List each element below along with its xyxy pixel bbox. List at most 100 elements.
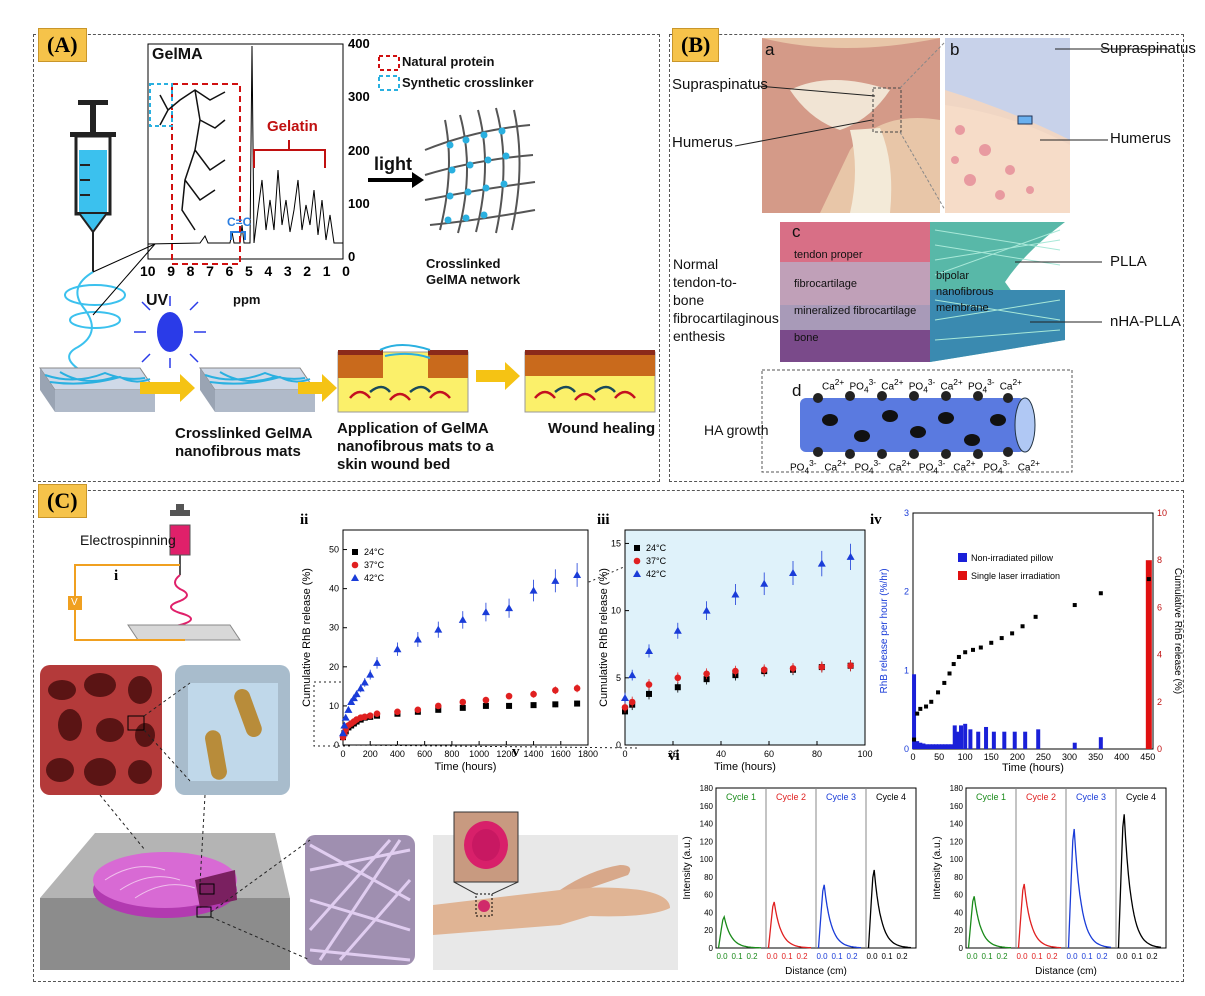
data-point	[505, 604, 514, 612]
y-tick-label: 40	[704, 908, 713, 917]
label-iii: iii	[597, 512, 610, 528]
subpanel-b-label: b	[950, 40, 960, 59]
data-point	[352, 690, 361, 698]
cycle-label: Cycle 4	[1126, 792, 1156, 802]
x-tick-label: 0.0	[966, 952, 978, 961]
po4-ion: PO	[908, 381, 924, 393]
po4-ion: PO	[983, 462, 998, 474]
legend-label: 42°C	[364, 573, 385, 583]
cumulative-point	[1010, 631, 1015, 636]
ion-label-row-bottom: PO43- Ca2+ PO43- Ca2+ PO43- Ca2+ PO43- C…	[790, 458, 1040, 475]
cycle-label: Cycle 2	[776, 792, 806, 802]
ion-charge: 2+	[953, 377, 963, 387]
ion-label: PO43-	[909, 377, 936, 394]
x-tick-label: 0	[622, 749, 627, 759]
ion-charge: 2+	[837, 458, 847, 468]
data-point	[349, 694, 358, 702]
nmr-y-tick: 400	[348, 36, 370, 51]
data-point	[373, 710, 381, 718]
y-axis-label: Intensity (a.u.)	[682, 836, 693, 899]
cumulative-point	[989, 640, 994, 645]
ion-charge: 3-	[927, 377, 936, 387]
panel-a	[33, 34, 660, 482]
legend-swatch	[958, 571, 967, 580]
bar	[915, 741, 920, 749]
nmr-spectrum	[147, 43, 344, 265]
voltage-label: V	[71, 597, 78, 608]
syringe-icon	[64, 100, 126, 373]
enthesis-label: Normal tendon-to-bone fibrocartilaginous…	[673, 256, 779, 344]
data-point	[552, 701, 559, 708]
bar	[946, 744, 951, 749]
po4-ion: PO	[854, 462, 869, 474]
data-point	[340, 721, 349, 729]
electrospinning-label: Electrospinning	[80, 532, 176, 548]
bar	[940, 744, 945, 749]
x-tick-label: 100	[958, 752, 973, 762]
subpanel-a-label: a	[765, 40, 775, 59]
cumulative-point	[936, 690, 941, 695]
ha-fiber	[800, 391, 1036, 459]
nmr-y-tick: 200	[348, 142, 370, 158]
ion-charge: 2+	[1030, 458, 1040, 468]
label-i: i	[114, 568, 119, 584]
data-point	[347, 698, 356, 705]
ion-subscript: 4	[863, 384, 869, 395]
shoulder-anatomy	[762, 38, 940, 213]
ion-label-row-top: Ca2+ PO43- Ca2+ PO43- Ca2+ PO43- Ca2+	[822, 377, 1022, 394]
bar	[968, 729, 973, 749]
y-tick-label: 160	[950, 802, 964, 811]
ion-label: PO43-	[790, 458, 817, 475]
data-point	[574, 700, 581, 707]
y-tick-label: 10	[329, 701, 339, 711]
bar	[918, 742, 923, 749]
cumulative-point	[929, 699, 934, 704]
ion-label: Ca2+	[1000, 377, 1022, 394]
nmr-y-tick: 300	[348, 89, 370, 105]
data-point	[482, 702, 489, 709]
bar	[943, 744, 948, 749]
data-point	[482, 696, 490, 704]
y-tick-label: 20	[329, 662, 339, 672]
ion-label: Ca2+	[889, 458, 911, 475]
y-tick-label: 140	[700, 820, 714, 829]
nmr-x-tick: 7	[206, 263, 214, 279]
ion-charge: 3-	[868, 377, 877, 387]
x-tick-label: 0.0	[816, 952, 828, 961]
x-tick-label: 0.1	[881, 952, 893, 961]
data-point	[817, 559, 826, 567]
x-tick-label: 0.1	[1081, 952, 1093, 961]
y-tick-label: 5	[616, 673, 621, 683]
y-tick-label: 0	[904, 744, 909, 754]
nmr-x-tick: 10	[140, 263, 156, 279]
x-axis-label: Time (hours)	[714, 761, 776, 773]
legend-marker	[633, 557, 641, 565]
y-tick-label: 0	[616, 740, 621, 750]
data-point	[373, 658, 382, 666]
y-tick-label: 160	[700, 802, 714, 811]
data-point	[628, 698, 636, 706]
gelatin-label: Gelatin	[267, 118, 318, 135]
data-point	[628, 671, 637, 679]
panel-c	[33, 490, 1184, 982]
step3-label: Wound healing	[548, 420, 656, 437]
healed-skin	[524, 350, 656, 413]
x-axis-label: Time (hours)	[1002, 762, 1064, 774]
cycle-label: Cycle 4	[876, 792, 906, 802]
ion-label: Ca2+	[824, 458, 846, 475]
bar	[949, 744, 954, 749]
data-point	[459, 698, 467, 706]
cumulative-point	[915, 711, 920, 716]
ppm-label: ppm	[233, 292, 261, 307]
ca-ion: Ca	[999, 381, 1013, 393]
ha-growth-label: HA growth	[704, 422, 769, 438]
bar	[1145, 560, 1152, 749]
x-tick-label: 1200	[496, 749, 516, 759]
data-point	[414, 706, 422, 714]
cycle-curve	[717, 914, 761, 949]
bar	[912, 674, 917, 749]
x-tick-label: 0.0	[766, 952, 778, 961]
ion-subscript: 4	[933, 465, 938, 476]
ion-charge: 2+	[966, 458, 976, 468]
